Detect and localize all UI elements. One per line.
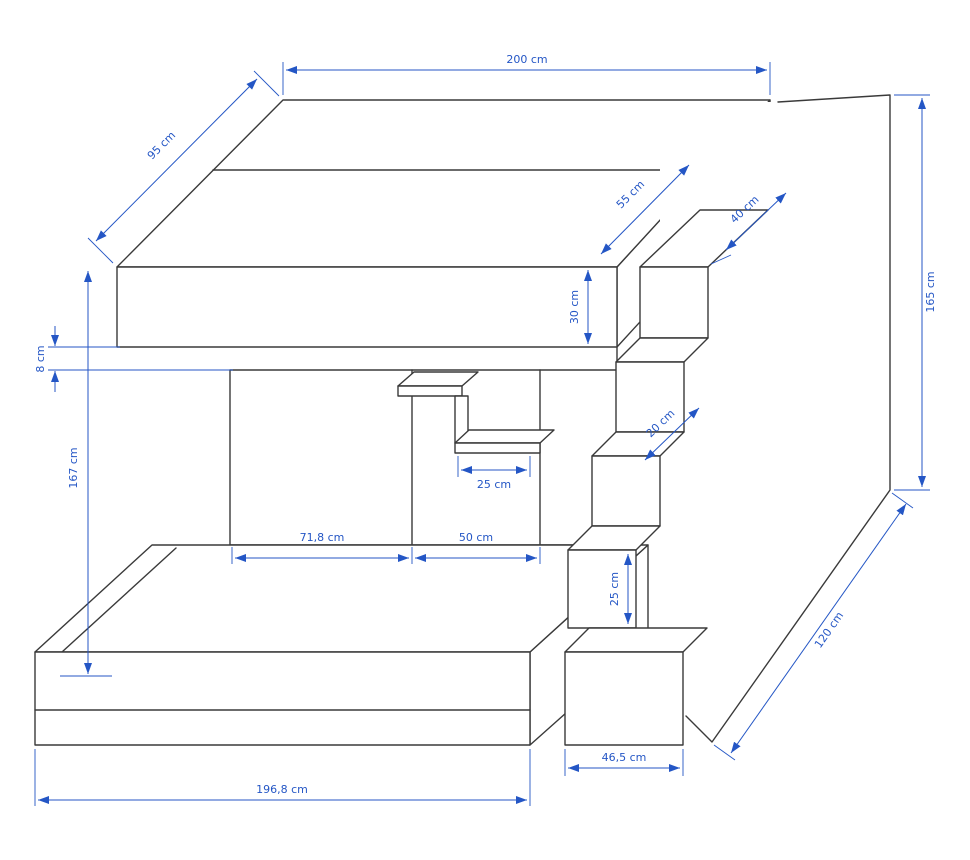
- dim-label-stair-riser-height: 25 cm: [608, 572, 621, 606]
- lower-shelf-front: [454, 442, 541, 454]
- side-panel-fill: [660, 95, 890, 742]
- upper-shelf-front: [397, 385, 463, 397]
- staircase: [564, 209, 769, 746]
- dim-stair-riser-height: 25 cm: [608, 554, 632, 624]
- dim-label-upper-frame-height: 30 cm: [568, 290, 581, 324]
- underbed-wall: [229, 346, 618, 546]
- lower-bunk-front-face: [34, 651, 531, 746]
- lower-shelf-top: [454, 429, 555, 444]
- dim-label-step-shelf-width: 25 cm: [477, 478, 511, 491]
- dim-stair-width: 46,5 cm: [564, 749, 684, 776]
- desk-steps: [397, 371, 555, 454]
- dim-label-top-depth: 95 cm: [145, 129, 178, 162]
- stair-riser-4: [567, 549, 637, 629]
- dim-clearance-height: 167 cm: [60, 271, 112, 677]
- dim-wardrobe-width: 50 cm: [415, 531, 541, 564]
- side-panel: [660, 94, 891, 743]
- dim-bed-length: 196,8 cm: [34, 749, 531, 806]
- dim-label-top-width: 200 cm: [506, 53, 547, 66]
- dim-label-desk-width: 71,8 cm: [300, 531, 345, 544]
- dim-top-width: 200 cm: [282, 53, 771, 95]
- side-panel-outline: [685, 94, 891, 743]
- stair-landing-front: [639, 266, 709, 339]
- dim-step-shelf-width: 25 cm: [457, 456, 531, 491]
- dim-label-clearance-height: 167 cm: [67, 447, 80, 488]
- dim-label-wardrobe-width: 50 cm: [459, 531, 493, 544]
- stair-riser-3: [591, 455, 661, 527]
- lower-bunk: [34, 544, 649, 746]
- dim-label-bed-length: 196,8 cm: [256, 783, 308, 796]
- dim-label-ledge-height: 8 cm: [34, 345, 47, 372]
- stair-base-front: [564, 651, 684, 746]
- dim-side-panel-height: 165 cm: [894, 94, 937, 491]
- dim-desk-width: 71,8 cm: [231, 531, 413, 564]
- stair-base-top: [564, 627, 708, 653]
- dim-upper-frame-height: 30 cm: [568, 270, 592, 344]
- lower-bunk-rail-edge: [61, 547, 177, 653]
- stair-riser-2: [615, 361, 685, 433]
- upper-bunk-front-face: [116, 266, 618, 348]
- dim-ledge-height: 8 cm: [34, 326, 233, 392]
- dim-label-side-panel-height: 165 cm: [924, 271, 937, 312]
- dim-label-stair-width: 46,5 cm: [602, 751, 647, 764]
